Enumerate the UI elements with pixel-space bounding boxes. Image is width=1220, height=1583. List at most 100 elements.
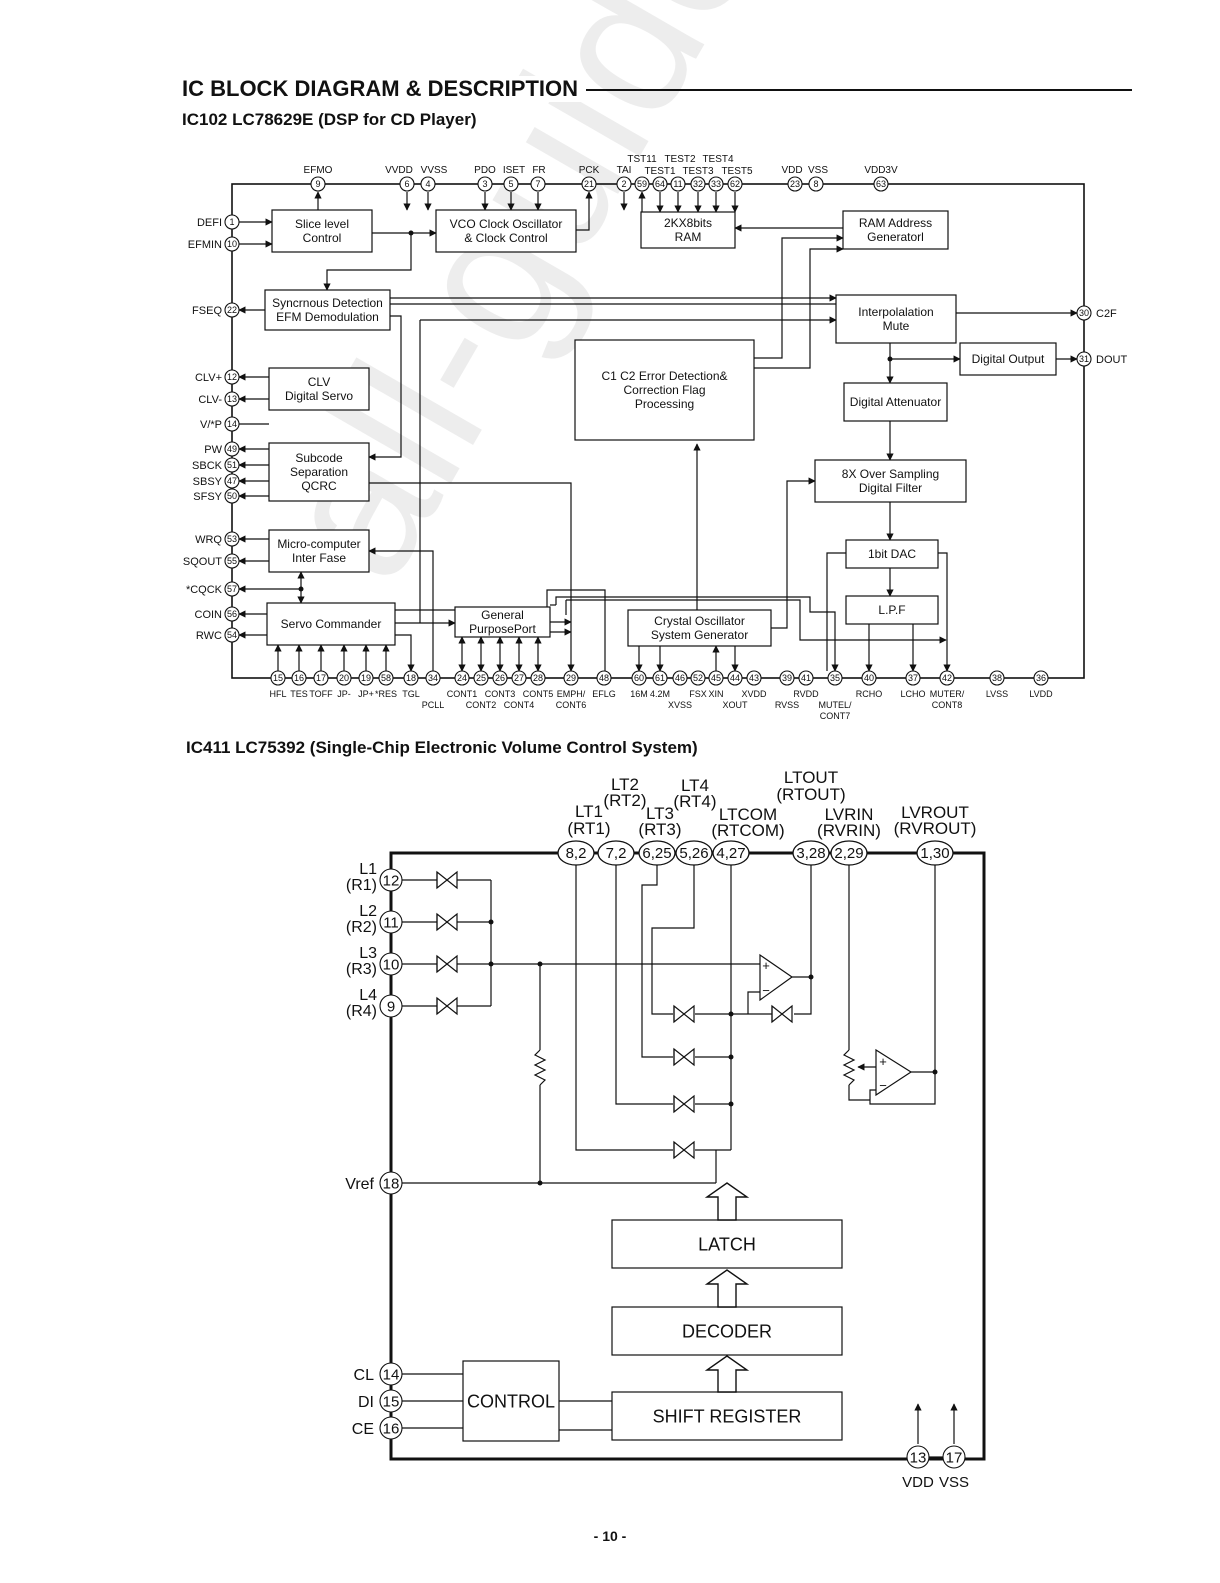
pin-number: 28 xyxy=(533,673,543,683)
pin-number: 19 xyxy=(361,673,371,683)
top-pin-33 xyxy=(708,176,724,192)
block-digout xyxy=(959,342,1057,376)
top-pin-label: FR xyxy=(532,165,545,176)
block-subcode-label: Subcode xyxy=(295,451,343,465)
page-number: - 10 - xyxy=(593,1528,627,1544)
top-pin-3 xyxy=(477,176,493,192)
block-micro xyxy=(268,529,370,573)
wire xyxy=(747,991,760,1014)
input-pin-label: L3 xyxy=(359,945,377,962)
wire xyxy=(369,482,575,672)
bottom-pin-58 xyxy=(378,670,394,686)
block-control xyxy=(462,1360,560,1442)
pin-number: 42 xyxy=(942,673,952,683)
block-subcode xyxy=(268,442,370,502)
pin-number: 25 xyxy=(476,673,486,683)
pin-number: 14 xyxy=(383,1366,400,1383)
pin-number: 4 xyxy=(425,179,430,189)
control-pin-label: CE xyxy=(352,1421,374,1438)
top-pin-6 xyxy=(399,176,415,192)
bottom-pin-39 xyxy=(779,670,795,686)
ic411-top-pin-label: LTOUT xyxy=(784,768,838,787)
pin-number: 21 xyxy=(584,179,594,189)
pin-number: 3,28 xyxy=(796,845,825,862)
bottom-pin-label: XVSS xyxy=(668,700,692,710)
block-latch-label: LATCH xyxy=(698,1234,756,1254)
top-pin-label: TEST4 xyxy=(702,154,734,165)
block-ram xyxy=(640,211,736,249)
left-pin-55 xyxy=(224,553,240,569)
op-amp-sign: − xyxy=(879,1078,887,1093)
wire xyxy=(576,191,593,231)
pin-number: 27 xyxy=(514,673,524,683)
pin-number: 15 xyxy=(273,673,283,683)
supply-pin-label: VDD xyxy=(902,1474,934,1491)
control-pin-14 xyxy=(379,1362,403,1386)
ic411-top-pin-label: LT3 xyxy=(646,804,674,823)
ic411-top-pin-label-alt: (RTOUT) xyxy=(776,785,845,804)
block-interp-label: Interpolalation xyxy=(858,305,933,319)
top-pin-label: ISET xyxy=(503,165,525,176)
pin-number: 29 xyxy=(566,673,576,683)
op-amp-sign: + xyxy=(879,1054,887,1069)
wire xyxy=(938,552,951,672)
wire xyxy=(771,477,816,629)
pin-number: 49 xyxy=(227,444,237,454)
pin-number: 2,29 xyxy=(834,845,863,862)
pin-oval xyxy=(675,840,713,866)
bus-arrow xyxy=(704,1182,750,1221)
bottom-pin-37 xyxy=(905,670,921,686)
bottom-pin-45 xyxy=(708,670,724,686)
pin-number: 33 xyxy=(711,179,721,189)
left-pin-label: PW xyxy=(204,444,222,456)
block-interp-label: Mute xyxy=(883,319,910,333)
junction-dot xyxy=(488,919,494,925)
vref-label: Vref xyxy=(345,1176,374,1193)
pin-number: 6 xyxy=(404,179,409,189)
block-control-label: CONTROL xyxy=(467,1391,555,1411)
block-gpp-label: PurposePort xyxy=(469,622,536,636)
junction-dot xyxy=(537,961,543,967)
junction-dot xyxy=(537,1180,543,1186)
wire xyxy=(368,547,434,671)
header-rule xyxy=(182,89,1132,91)
pin-oval xyxy=(638,840,676,866)
block-c1c2-label: C1 C2 Error Detection& xyxy=(601,369,727,383)
pin-number: 53 xyxy=(227,534,237,544)
block-slice xyxy=(271,209,373,253)
block-latch xyxy=(611,1219,843,1269)
block-gpp-label: General xyxy=(481,608,524,622)
left-pin-10 xyxy=(224,236,240,252)
pin-number: 55 xyxy=(227,556,237,566)
block-interp xyxy=(835,294,957,344)
junction-dot xyxy=(728,1011,734,1017)
pin-number: 43 xyxy=(749,673,759,683)
input-pin-label-alt: (R4) xyxy=(346,1003,377,1020)
input-pin-label: L2 xyxy=(359,903,377,920)
ic102-title: IC102 LC78629E (DSP for CD Player) xyxy=(182,110,477,129)
pin-number: 5,26 xyxy=(679,845,708,862)
wire xyxy=(368,315,402,461)
bottom-pin-26 xyxy=(492,670,508,686)
pin-number: 12 xyxy=(227,372,237,382)
bottom-pin-label: XVDD xyxy=(741,689,767,699)
bottom-pin-15 xyxy=(270,670,286,686)
pin-number: 11 xyxy=(383,914,399,931)
top-pin-label: VSS xyxy=(808,165,828,176)
block-dac-label: 1bit DAC xyxy=(868,547,916,561)
pin-oval xyxy=(597,840,635,866)
pin-number: 15 xyxy=(383,1393,400,1410)
ic411-top-pin-label-alt: (RT1) xyxy=(567,819,610,838)
pin-number: 1 xyxy=(229,217,234,227)
bottom-pin-label: CONT7 xyxy=(820,711,851,721)
wire xyxy=(566,599,947,644)
pin-number: 10 xyxy=(227,239,237,249)
block-xtal-label: Crystal Oscillator xyxy=(654,614,745,628)
pin-number: 4,27 xyxy=(716,845,745,862)
bottom-pin-label: FSX xyxy=(689,689,707,699)
left-pin-54 xyxy=(224,627,240,643)
block-vco-label: & Clock Control xyxy=(464,231,547,245)
ic411-top-pin-label: LT1 xyxy=(575,802,603,821)
left-pin-label: EFMIN xyxy=(188,239,222,251)
bottom-pin-label: RVDD xyxy=(793,689,819,699)
